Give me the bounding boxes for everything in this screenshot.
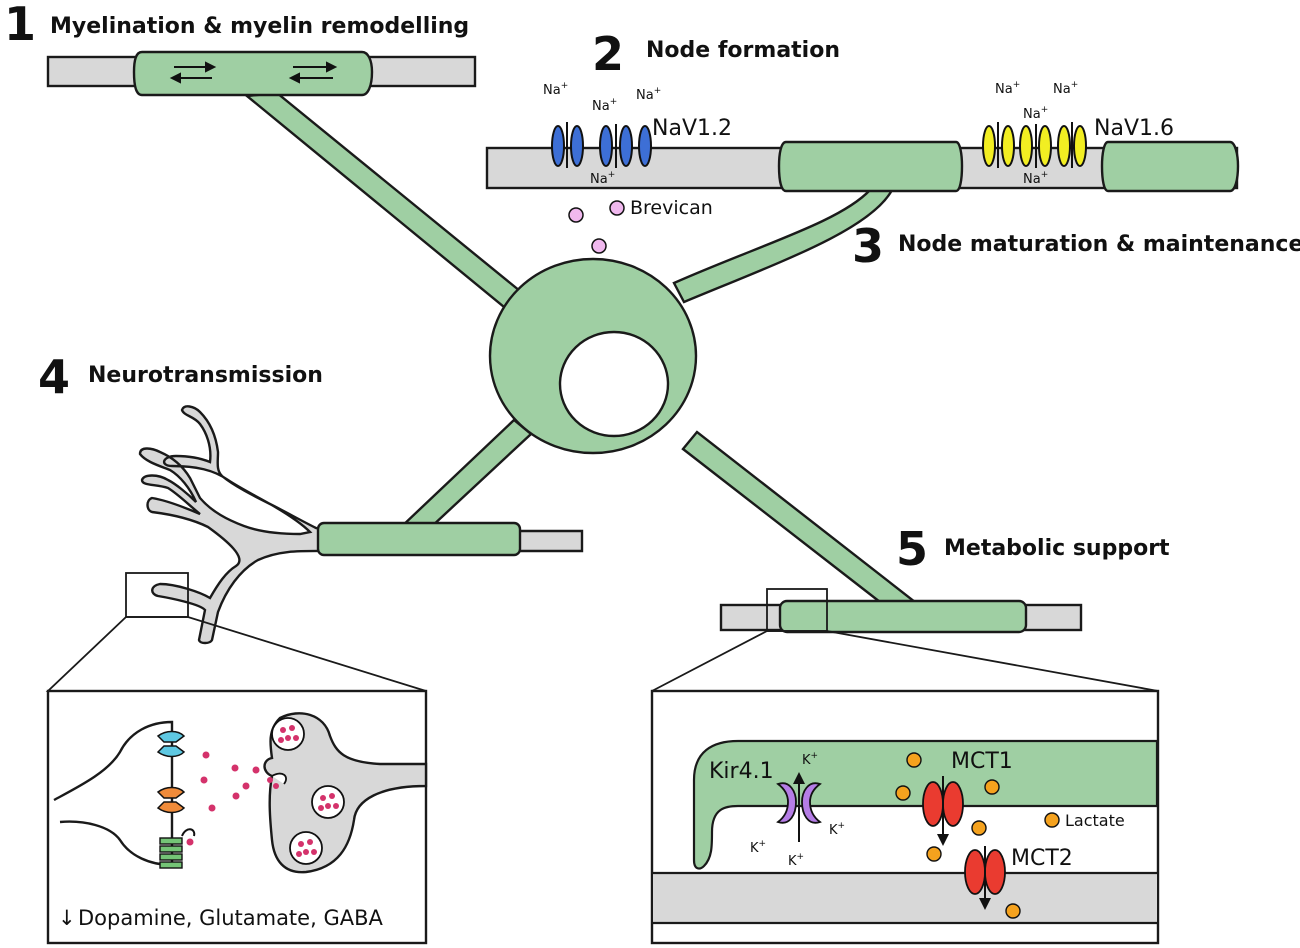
svg-text:K+: K+	[829, 821, 845, 838]
section-title-2: Node formation	[646, 38, 840, 63]
synapse-panel	[46, 689, 428, 945]
myelin-sheath-4	[316, 521, 522, 557]
nav12-label: NaV1.2	[652, 116, 732, 141]
neurotransmitter-decrease-arrow: ↓	[58, 906, 76, 930]
svg-text:K+: K+	[802, 751, 818, 768]
section-title-1: Myelination & myelin remodelling	[50, 14, 469, 39]
receptor-green-icon	[159, 828, 196, 869]
zoom-projection-5	[651, 630, 1159, 692]
svg-text:Na+: Na+	[1023, 170, 1048, 187]
nav16-channels	[982, 122, 1087, 168]
myelin-sheath	[132, 50, 374, 97]
section-number-1: 1	[4, 0, 36, 51]
section-title-4: Neurotransmission	[88, 363, 323, 388]
svg-text:Na+: Na+	[592, 97, 617, 114]
remodelling-arrows-icon	[169, 61, 338, 84]
myelin-sheath-5	[778, 599, 1028, 634]
nav12-channels	[551, 122, 652, 168]
metabolic-axon	[719, 599, 1083, 634]
metabolic-panel	[650, 689, 1160, 945]
lactate-molecules	[895, 752, 1060, 919]
section-number-2: 2	[592, 27, 624, 81]
neurotransmitter-list: Dopamine, Glutamate, GABA	[78, 906, 383, 930]
section-title-5: Metabolic support	[944, 536, 1170, 561]
potassium-ion-labels: K+ K+ K+ K+	[750, 751, 845, 869]
svg-text:K+: K+	[750, 839, 766, 856]
myelination-axon	[46, 50, 477, 97]
receptor-cyan-icon	[156, 730, 186, 758]
myelin-sheath-left	[777, 140, 964, 193]
section-number-4: 4	[38, 350, 70, 404]
kir-channel-icon	[776, 772, 822, 842]
mct1-transporter-icon	[922, 776, 964, 846]
neuron-dendrites	[138, 405, 584, 645]
svg-text:Na+: Na+	[543, 81, 568, 98]
kir41-label: Kir4.1	[709, 759, 774, 784]
receptor-orange-icon	[156, 786, 186, 814]
sodium-ion-labels: Na+ Na+ Na+ Na+ Na+ Na+ Na+ Na+	[543, 80, 1078, 187]
svg-text:Na+: Na+	[590, 170, 615, 187]
svg-text:Na+: Na+	[636, 86, 661, 103]
section-number-3: 3	[852, 219, 884, 273]
brevican-label: Brevican	[630, 197, 713, 219]
brevican-molecules	[568, 200, 625, 254]
section-number-5: 5	[896, 522, 928, 576]
section-title-3: Node maturation & maintenance	[898, 232, 1300, 257]
svg-text:Na+: Na+	[1053, 80, 1078, 97]
mct2-transporter-icon	[964, 846, 1006, 910]
svg-text:K+: K+	[788, 852, 804, 869]
lactate-label: Lactate	[1065, 811, 1125, 830]
mct2-label: MCT2	[1011, 846, 1073, 871]
oligodendrocyte-soma	[488, 257, 698, 455]
nav16-label: NaV1.6	[1094, 116, 1174, 141]
neurotransmitters	[200, 751, 260, 812]
mct1-label: MCT1	[951, 749, 1013, 774]
myelin-sheath-right	[1100, 140, 1240, 193]
zoom-projection-4	[45, 616, 427, 692]
svg-text:Na+: Na+	[995, 80, 1020, 97]
svg-text:Na+: Na+	[1023, 105, 1048, 122]
